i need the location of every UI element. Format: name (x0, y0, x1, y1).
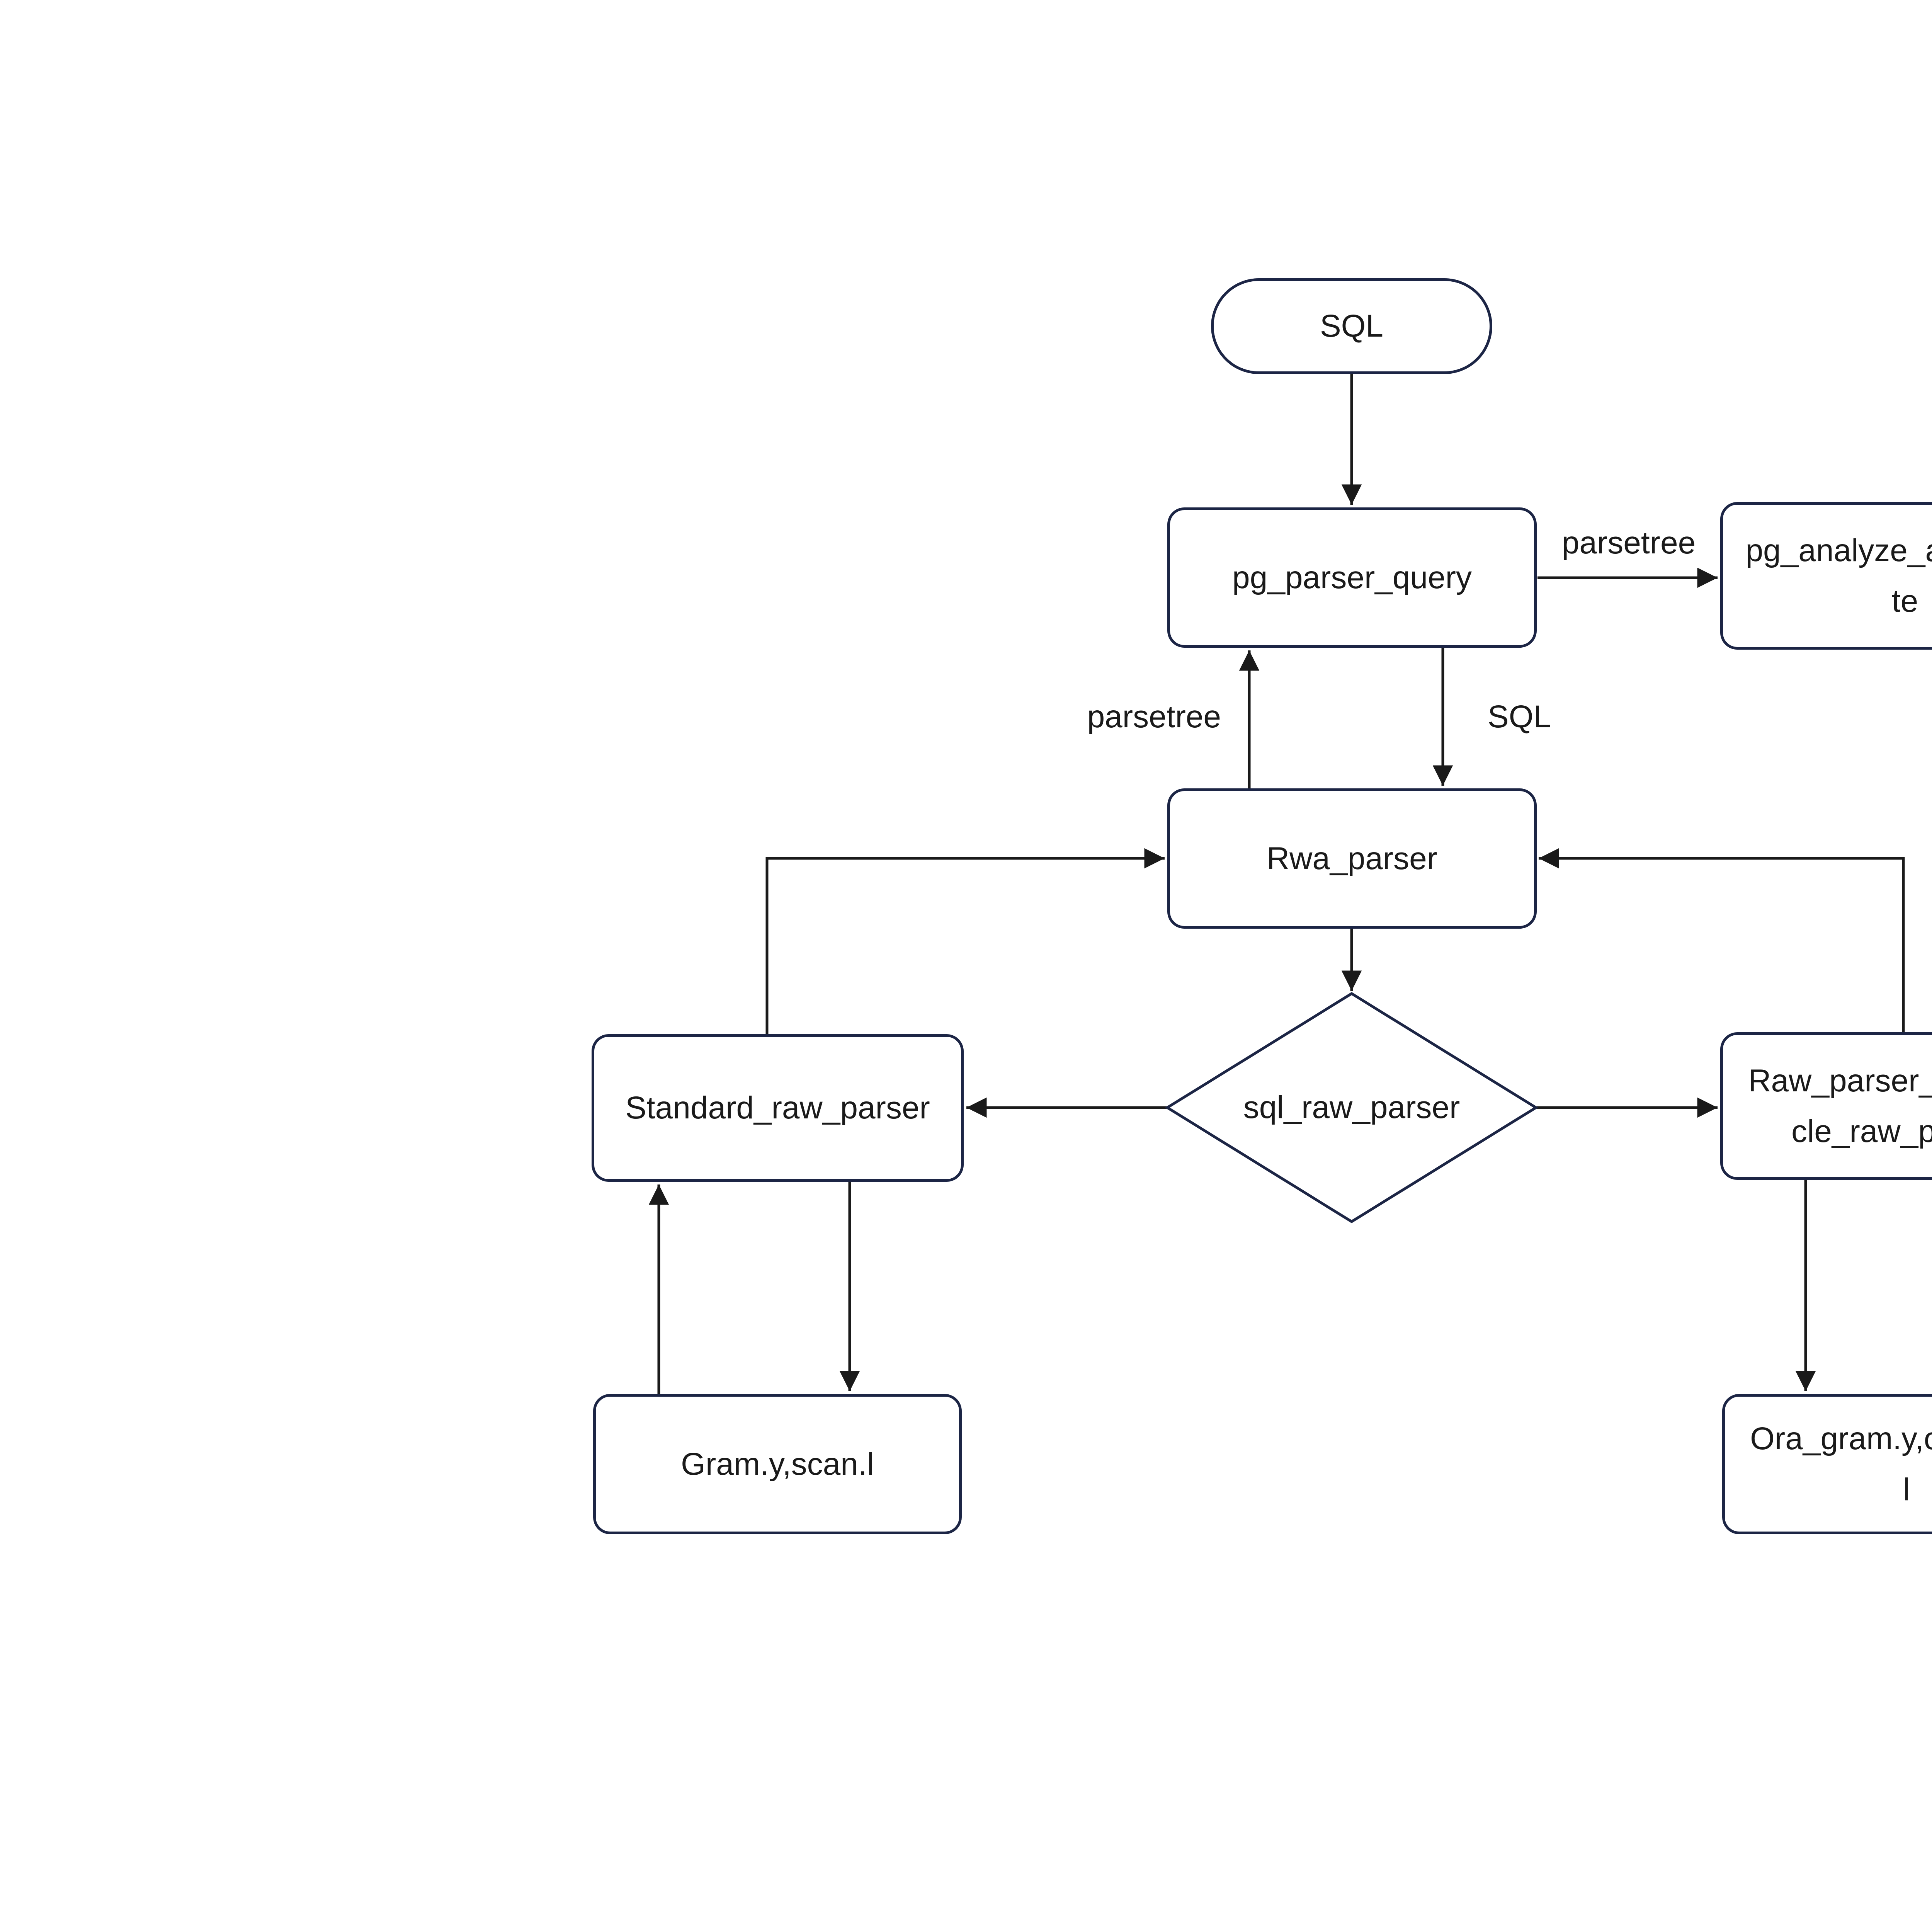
node-pg-parser-query-label: pg_parser_query (1232, 560, 1472, 595)
node-sql-input-label: SQL (1320, 308, 1384, 344)
node-sql-raw-parser-diamond (1165, 992, 1539, 1224)
node-sql-raw-parser-label: sql_raw_parser (1243, 1090, 1460, 1125)
edge-label-parsetree-right: parsetree (1561, 525, 1696, 560)
node-standard-raw-parser-label: Standard_raw_parser (625, 1090, 930, 1126)
node-pg-parser-query: pg_parser_query (1167, 507, 1537, 648)
edge-standard-raw-parser-to-rwa-parser (765, 848, 1165, 1034)
node-sql-input: SQL (1211, 278, 1492, 374)
node-rwa-parser: Rwa_parser (1167, 788, 1537, 929)
node-gram-scan: Gram.y,scan.l (593, 1394, 962, 1534)
node-ora-gram-scan: Ora_gram.y,ora_scan.l (1722, 1394, 1932, 1534)
node-rwa-parser-label: Rwa_parser (1266, 841, 1438, 876)
edge-label-parsetree-up: parsetree (1087, 699, 1221, 734)
node-pg-analyze-and-rewrite-label: pg_analyze_and_rewrite (1745, 533, 1932, 619)
node-gram-scan-label: Gram.y,scan.l (681, 1446, 874, 1482)
node-raw-parser-hook: Raw_parser_hook(oracle_raw_parser) (1720, 1032, 1932, 1180)
node-ora-gram-scan-label: Ora_gram.y,ora_scan.l (1750, 1421, 1932, 1507)
edge-label-sql-down: SQL (1488, 699, 1551, 734)
node-raw-parser-hook-label: Raw_parser_hook(oracle_raw_parser) (1748, 1063, 1932, 1149)
node-standard-raw-parser: Standard_raw_parser (592, 1034, 964, 1182)
edge-raw-parser-hook-to-rwa-parser (1539, 848, 1905, 1032)
node-pg-analyze-and-rewrite: pg_analyze_and_rewrite (1720, 502, 1932, 650)
